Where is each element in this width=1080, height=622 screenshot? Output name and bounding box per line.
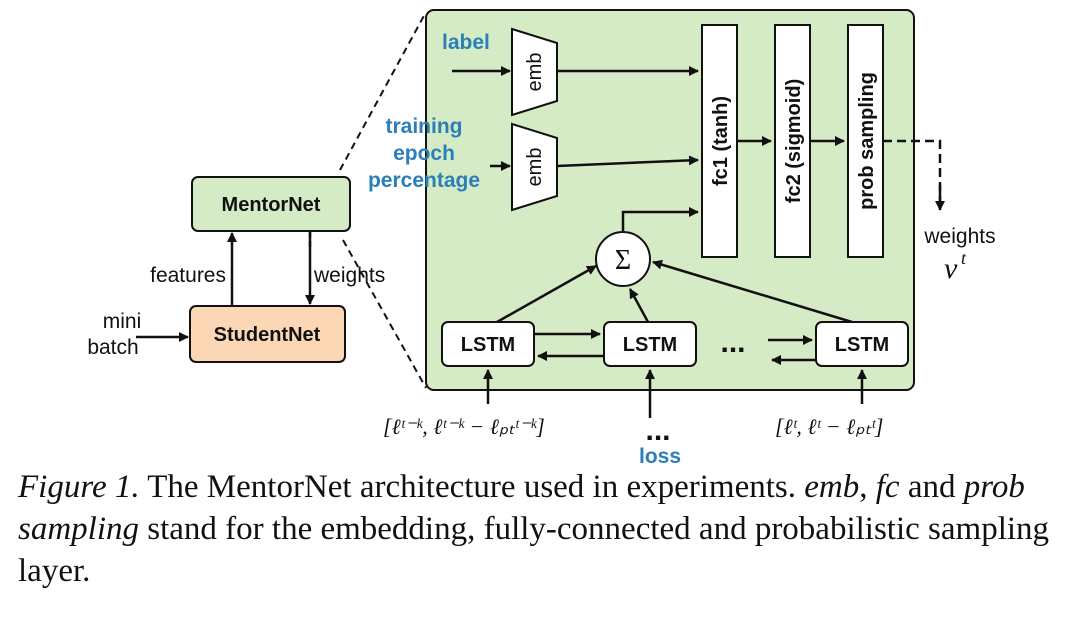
student-net-node: StudentNet [189, 305, 346, 363]
output-path [883, 139, 942, 205]
caption-figure-number: Figure 1. [18, 469, 140, 505]
lstm3-to-sum-arrow [652, 259, 853, 324]
lstm2-to-sum-arrow [628, 288, 650, 323]
zoom-line-top [339, 11, 427, 171]
lstm-cell-3: LSTM [815, 321, 909, 367]
caption-text-2: and [899, 469, 964, 505]
student-net-label: StudentNet [214, 324, 321, 346]
figure-caption: Figure 1. The MentorNet architecture use… [18, 466, 1068, 592]
mentornet-architecture-diagram: MentorNet StudentNet mini batch features… [87, 9, 996, 468]
mentor-net-node: MentorNet [191, 176, 351, 232]
output-weights-label: weights [923, 225, 995, 248]
lstm-cell-2: LSTM [603, 321, 697, 367]
epoch-text: epoch [393, 142, 455, 165]
emb-label-2: emb [524, 148, 546, 187]
zoom-line-bottom [342, 239, 427, 389]
lstm-cell-1: LSTM [441, 321, 535, 367]
fc2-layer: fc2 (sigmoid) [774, 24, 811, 258]
fc2-label: fc2 (sigmoid) [783, 79, 805, 203]
caption-text-1: The MentorNet architecture used in exper… [139, 469, 805, 505]
caption-fc: fc [875, 469, 900, 505]
caption-text-3: stand for the embedding, fully-connected… [18, 511, 1050, 589]
mentor-net-label: MentorNet [222, 194, 321, 216]
lstm-label-2: LSTM [623, 334, 677, 356]
mini-label: mini [103, 310, 142, 333]
emb2-to-fc1-arrow [556, 155, 699, 168]
label-input-text: label [442, 31, 490, 54]
features-label: features [150, 264, 226, 287]
batch-label: batch [87, 336, 138, 359]
prob-sampling-label: prob sampling [856, 72, 878, 210]
loss-formula-right: [ℓᵗ, ℓᵗ − ℓₚₜᵗ] [775, 414, 883, 439]
caption-prob-sampling: prob sampling [18, 469, 1025, 547]
lstm-ellipsis: ... [720, 326, 745, 359]
output-v-symbol: v [944, 252, 958, 285]
sigma-label: Σ [615, 245, 631, 276]
prob-sampling-layer: prob sampling [847, 24, 884, 258]
lstm-label-3: LSTM [835, 334, 889, 356]
sum-to-fc1-arrow [621, 207, 699, 232]
fc1-layer: fc1 (tanh) [701, 24, 738, 258]
loss-formula-left: [ℓᵗ⁻ᵏ, ℓᵗ⁻ᵏ − ℓₚₜᵗ⁻ᵏ] [383, 414, 545, 439]
caption-comma: , [859, 469, 876, 505]
fc1-label: fc1 (tanh) [710, 96, 732, 186]
training-text: training [386, 115, 463, 138]
caption-emb: emb [804, 469, 860, 505]
emb-layer-2: emb [511, 122, 558, 212]
lstm-label-1: LSTM [461, 334, 515, 356]
lstm1-to-sum-arrow [496, 264, 597, 324]
emb-layer-1: emb [511, 27, 558, 117]
output-v-superscript: t [961, 248, 967, 268]
loss-ellipsis: ... [645, 414, 670, 447]
percentage-text: percentage [368, 169, 480, 192]
weights-label: weights [313, 264, 385, 287]
loss-label: loss [639, 445, 681, 468]
emb-label-1: emb [524, 53, 546, 92]
